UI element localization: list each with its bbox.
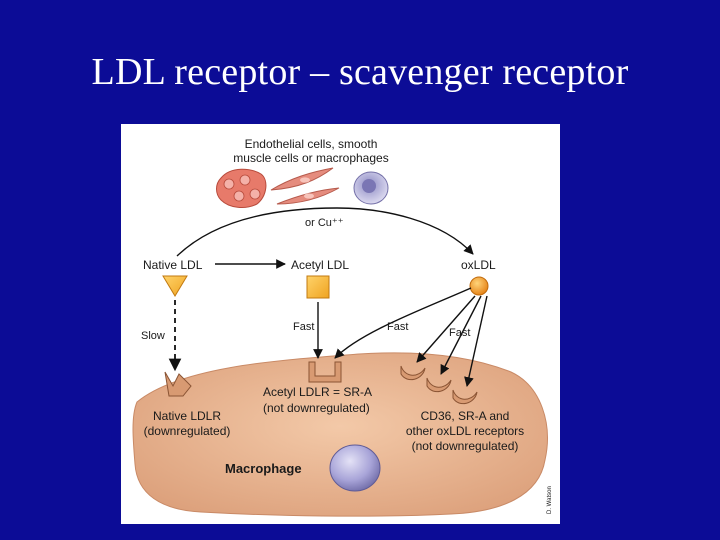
fast-label-ox-2: Fast — [449, 327, 470, 339]
acetyl-ldl-label: Acetyl LDL — [291, 258, 349, 272]
slide-title: LDL receptor – scavenger receptor — [91, 51, 629, 93]
fast-label-ox-1: Fast — [387, 321, 408, 333]
oxldl-receptor-3-icon — [452, 389, 478, 405]
oxldl-to-receptor2-arrow — [440, 295, 482, 375]
native-ldlr-label-line2: (downregulated) — [144, 424, 231, 438]
oxldl-receptor-2-icon — [426, 377, 452, 393]
source-cells-label-line2: muscle cells or macrophages — [233, 151, 388, 165]
macrophage-label: Macrophage — [225, 461, 302, 476]
native-ldlr-receptor-icon — [164, 371, 192, 397]
ldl-receptor-diagram: Endothelial cells, smooth muscle cells o… — [121, 124, 560, 524]
cd36-label-line3: (not downregulated) — [412, 439, 519, 453]
acetyl-ldlr-receptor-icon — [308, 361, 342, 383]
oxldl-receptor-1-icon — [400, 365, 426, 381]
native-ldlr-label-line1: Native LDLR — [153, 409, 221, 423]
macrophage-source-icon — [353, 171, 389, 205]
illustrator-credit: D. Watson — [547, 486, 553, 514]
acetyl-ldl-particle-icon — [306, 275, 330, 299]
oxidation-arrow — [176, 207, 474, 257]
macrophage-cell-body — [132, 352, 548, 517]
source-cells-label-line1: Endothelial cells, smooth — [245, 137, 378, 151]
fast-label-acetyl: Fast — [293, 321, 314, 333]
acetyl-ldlr-label-line1: Acetyl LDLR = SR-A — [263, 385, 372, 399]
cd36-label-line2: other oxLDL receptors — [406, 424, 524, 438]
native-ldl-particle-icon — [162, 275, 188, 297]
smooth-muscle-cells-icon — [270, 167, 340, 205]
macrophage-nucleus-icon — [329, 444, 381, 492]
cd36-label-line1: CD36, SR-A and — [421, 409, 510, 423]
oxidant-label: or Cu⁺⁺ — [305, 217, 344, 229]
oxldl-to-receptor1-arrow — [416, 295, 476, 363]
oxldl-to-receptor3-arrow — [464, 295, 488, 387]
endothelial-cells-icon — [216, 168, 267, 208]
oxldl-particle-icon — [469, 276, 489, 296]
slow-label: Slow — [141, 330, 165, 342]
oxldl-label: oxLDL — [461, 258, 496, 272]
oxldl-to-sra-arrow — [334, 287, 472, 359]
acetyl-ldlr-label-line2: (not downregulated) — [263, 401, 370, 415]
native-ldl-label: Native LDL — [143, 258, 203, 272]
